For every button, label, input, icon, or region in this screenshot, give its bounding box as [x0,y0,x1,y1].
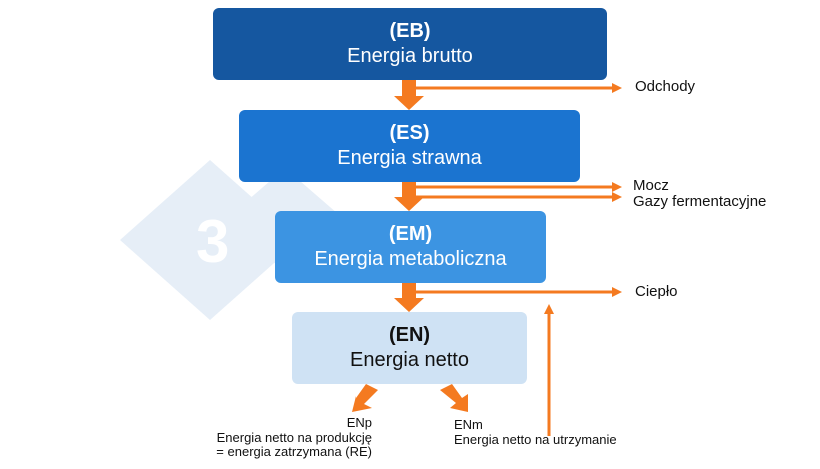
label-enm-abbr: ENm [454,417,483,432]
label-enp-line2: = energia zatrzymana (RE) [216,444,372,460]
box-es-name: Energia strawna [337,147,482,169]
box-energia-netto: (EN) Energia netto [292,312,527,384]
arrowhead-gazy [612,192,622,202]
arrow-enp [352,384,378,412]
label-enm-line1: Energia netto na utrzymanie [454,431,617,447]
label-gazy-fermentacyjne: Gazy fermentacyjne [633,193,767,210]
box-em-abbr: (EM) [388,223,433,245]
box-en-name: Energia netto [350,349,469,371]
box-energia-strawna: (ES) Energia strawna [239,110,580,182]
label-odchody: Odchody [635,78,696,95]
label-enp: ENp Energia netto na produkcję = energia… [196,415,372,460]
label-enp-line1: Energia netto na produkcję [216,429,372,445]
arrow-eb-es [394,80,424,110]
box-eb-name: Energia brutto [347,45,473,67]
watermark-number: 3 [196,208,229,275]
arrow-em-en [394,283,424,312]
label-enp-abbr: ENp [346,415,372,430]
box-em-name: Energia metaboliczna [314,248,507,270]
label-cieplo: Ciepło [635,283,678,300]
arrow-es-em [394,182,424,211]
arrowhead-mocz [612,182,622,192]
arrow-enm [440,384,468,412]
box-es-abbr: (ES) [389,122,430,144]
label-mocz: Mocz [633,177,669,194]
arrowhead-odchody [612,83,622,93]
arrowhead-cieplo [612,287,622,297]
box-en-abbr: (EN) [388,324,431,346]
arrowhead-up [544,304,554,314]
box-energia-metaboliczna: (EM) Energia metaboliczna [275,211,546,283]
box-eb-abbr: (EB) [389,20,431,42]
label-enm: ENm Energia netto na utrzymanie [454,417,617,447]
box-energia-brutto: (EB) Energia brutto [213,8,607,80]
